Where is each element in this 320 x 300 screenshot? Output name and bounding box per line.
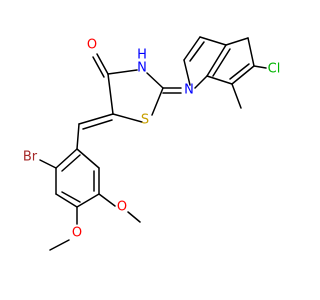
bond-ar1-7: [247, 37, 255, 67]
bond-ar2-o1: [98, 193, 116, 207]
bond-o2-me: [49, 239, 70, 251]
bond-ar2-4: [76, 193, 100, 208]
bond-n-aryl: [194, 75, 208, 89]
atom-br: Br: [23, 150, 38, 165]
atom-label-layer: O N H N S Cl Br O O: [23, 38, 280, 241]
bond-ar2-1: [55, 148, 78, 169]
atom-o-methoxy-1: O: [117, 200, 127, 215]
bond-c-br: [39, 159, 57, 169]
bond-ar1-3: [183, 36, 201, 61]
bond-ar1-1d: [212, 48, 231, 77]
bond-c4-n3: [107, 69, 138, 75]
bond-s1-c5: [112, 113, 143, 123]
structure-svg: O N H N S Cl Br O O: [23, 36, 280, 251]
bond-ar1-1: [206, 44, 227, 77]
bond-ar1-5: [206, 75, 233, 85]
bond-ar2-3: [55, 193, 78, 208]
bond-ar1-6: [231, 65, 255, 85]
bond-ar2-6: [76, 148, 100, 169]
atom-cl: Cl: [268, 62, 281, 77]
bond-c2-s1: [151, 87, 164, 116]
atom-n-ring: N: [137, 61, 147, 76]
bond-layer: [39, 36, 267, 251]
bond-o1-me: [127, 211, 141, 223]
bond-c4-o: [96, 53, 109, 75]
bond-c5-ch: [78, 113, 114, 125]
bond-ar2-3d: [61, 191, 81, 203]
bond-c5-c4: [107, 73, 114, 115]
bond-ar1-6d: [229, 63, 250, 80]
bond-c-cl: [253, 65, 267, 69]
atom-o-carbonyl: O: [87, 38, 97, 53]
bond-ch-ar2: [76, 123, 80, 150]
bond-ar2-1d: [61, 154, 81, 172]
molecule-diagram: O N H N S Cl Br O O: [23, 36, 280, 251]
bond-n3-c2: [146, 72, 164, 89]
bond-methyl: [231, 83, 242, 109]
bond-c4-o-double: [92, 56, 105, 78]
bond-ar1-8: [225, 37, 249, 46]
bond-ar1-2: [199, 36, 227, 46]
atom-n-imine: N: [184, 83, 194, 98]
bond-ar1-4: [183, 59, 191, 86]
bond-ar1-3d: [189, 41, 205, 62]
atom-h-ring: H: [137, 48, 147, 63]
bond-c5-ch-double: [82, 119, 113, 130]
atom-s-ring: S: [141, 113, 149, 128]
atom-o-methoxy-2: O: [72, 226, 82, 241]
